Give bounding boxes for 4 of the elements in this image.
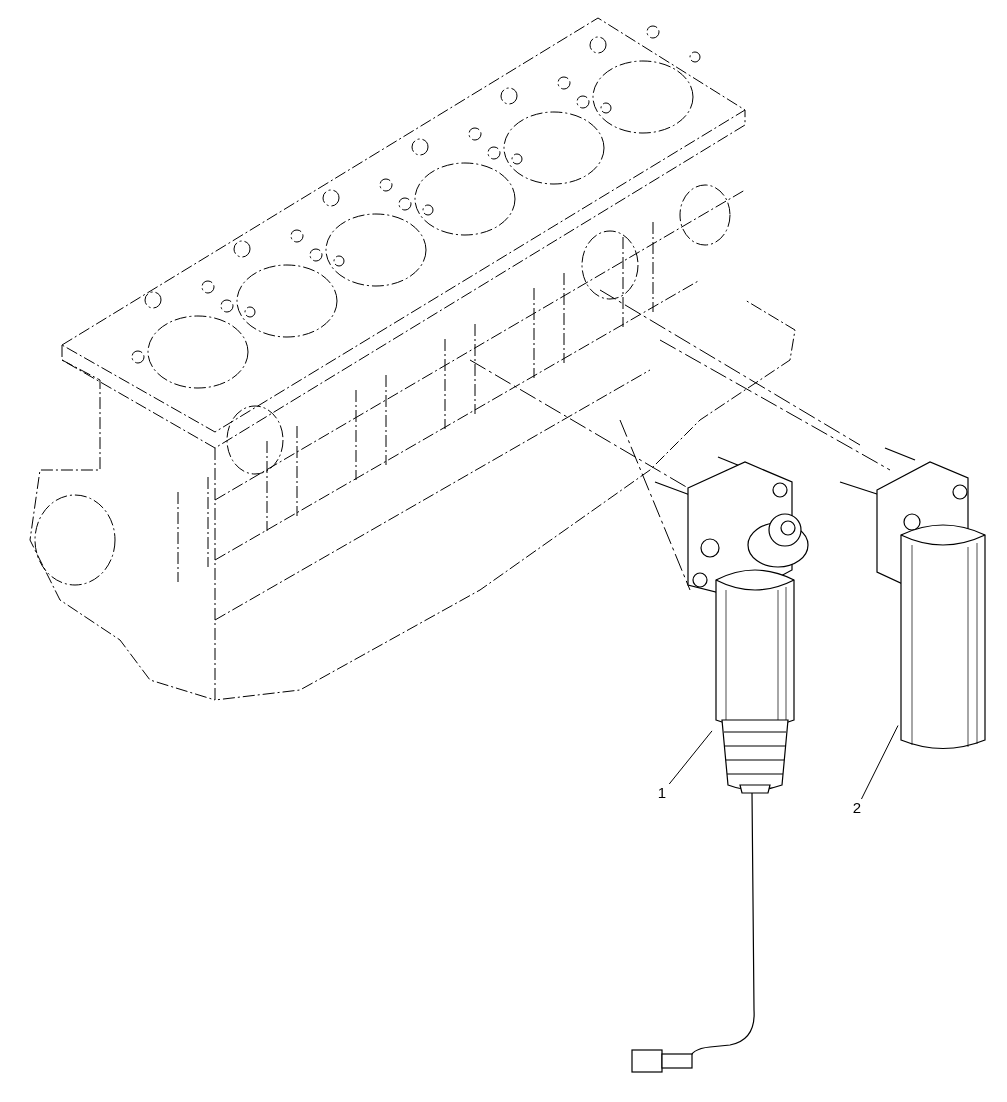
callout-number: 2 [848,799,866,817]
leader-line [860,725,899,800]
callout-number: 1 [653,784,671,802]
leader-line [668,730,713,785]
